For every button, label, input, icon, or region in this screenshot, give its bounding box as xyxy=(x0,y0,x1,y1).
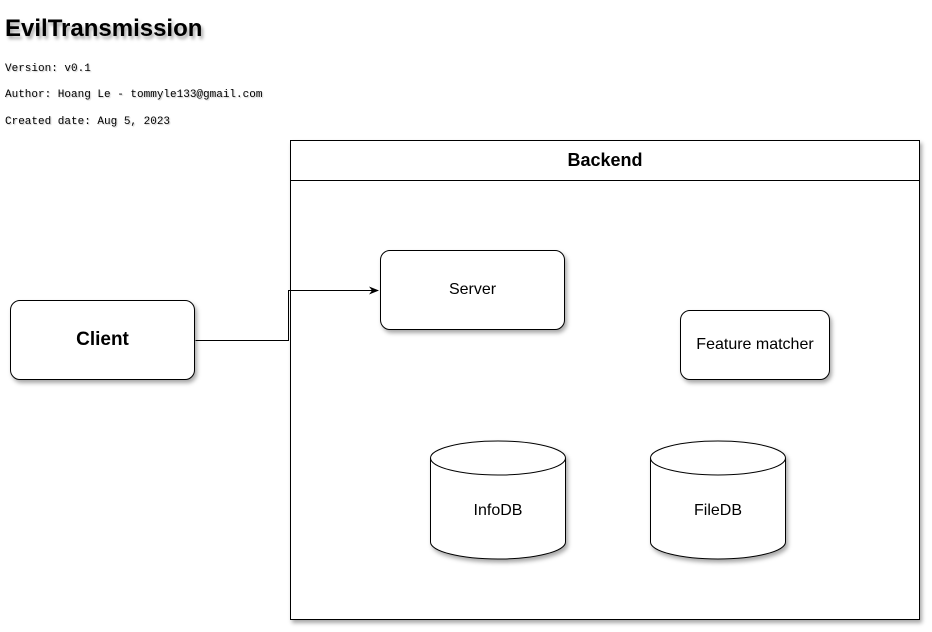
filedb-node[interactable]: FileDB xyxy=(650,440,786,560)
database-cylinder-icon xyxy=(430,440,566,560)
version-text: Version: v0.1 xyxy=(5,63,91,75)
backend-header: Backend xyxy=(291,141,919,181)
filedb-label: FileDB xyxy=(693,502,742,519)
database-cylinder-icon xyxy=(650,440,786,560)
server-node[interactable]: Server xyxy=(380,250,565,330)
created-date-text: Created date: Aug 5, 2023 xyxy=(5,116,171,128)
client-node[interactable]: Client xyxy=(10,300,195,380)
infodb-node[interactable]: InfoDB xyxy=(430,440,566,560)
feature-matcher-node[interactable]: Feature matcher xyxy=(680,310,830,380)
backend-container[interactable]: Backend xyxy=(290,140,920,620)
diagram-title: EvilTransmission xyxy=(5,15,203,42)
infodb-label: InfoDB xyxy=(473,502,523,519)
author-text: Author: Hoang Le - tommyle133@gmail.com xyxy=(5,89,263,101)
